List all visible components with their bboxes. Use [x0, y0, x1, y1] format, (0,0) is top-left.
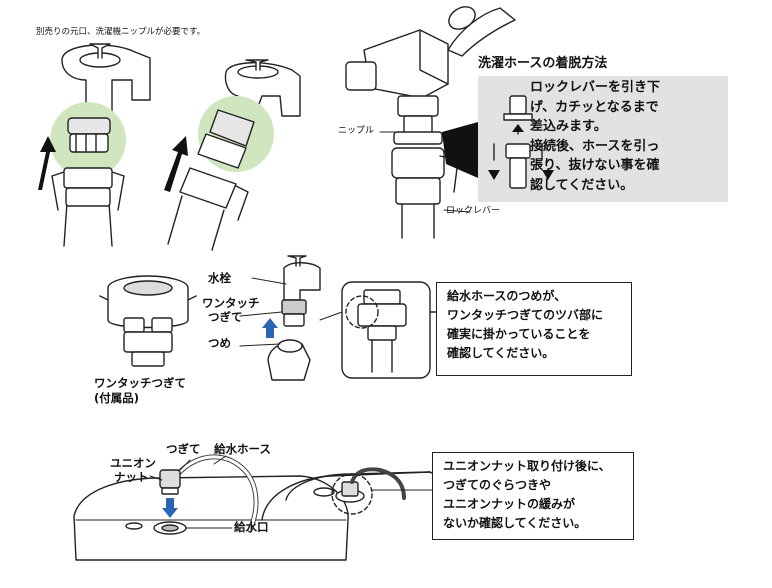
one-touch-coupler-product [99, 275, 197, 367]
blue-down-arrow [162, 498, 178, 518]
nipple-label: ニップル [338, 126, 375, 136]
up-arrow-1 [38, 136, 56, 190]
required-parts-note: 別売りの元口、洗濯機ニップルが必要です。 [36, 27, 206, 37]
faucet-hand-illustration [267, 255, 321, 381]
lock-lever-label: ロックレバー [446, 206, 501, 216]
washer-top-illustration-1 [73, 454, 349, 561]
union-nut-label-line2: ナット [114, 470, 149, 484]
instruction-line: ロックレバーを引き下 [530, 80, 661, 95]
box-line: 給水ホースのつめが、 [447, 289, 567, 303]
inlet-label: 給水口 [234, 520, 269, 534]
union-nut-check-box: ユニオンナット取り付け後に、 つぎてのぐらつきや ユニオンナットの緩みが ないか… [432, 452, 634, 540]
faucet-label: 水栓 [208, 271, 231, 285]
supply-hose-label: 給水ホース [214, 442, 271, 456]
blue-up-arrow [262, 318, 278, 338]
faucet-illustration-1 [50, 43, 151, 247]
box-line: ユニオンナット取り付け後に、 [443, 459, 611, 473]
coupler-label-line2: つぎて [208, 310, 243, 324]
instruction-line: 張り、抜けない事を確 [530, 158, 660, 173]
coupler-detail-box [341, 281, 437, 379]
box-line: ユニオンナットの緩みが [443, 497, 576, 511]
box-line: 確認してください。 [447, 346, 555, 360]
joint-label: つぎて [166, 442, 201, 456]
box-line: ワンタッチつぎてのツバ部に [447, 308, 604, 322]
instruction-line: 差込みます。 [530, 119, 607, 134]
nipple-faucet-illustration [345, 6, 516, 239]
instruction-line: 認してください。 [530, 177, 634, 193]
instruction-line: 接続後、ホースを引っ [530, 138, 660, 154]
claw-check-box: 給水ホースのつめが、 ワンタッチつぎてのツバ部に 確実に掛かっていることを 確認… [436, 282, 632, 376]
box-line: 確実に掛かっていることを [447, 327, 591, 341]
coupler-label-line1: ワンタッチ [202, 296, 260, 310]
product-label-line2: (付属品) [94, 391, 140, 405]
hose-attach-title: 洗濯ホースの着脱方法 [478, 56, 608, 71]
product-label-line1: ワンタッチつぎて [94, 376, 186, 390]
faucet-illustration-2 [167, 59, 301, 251]
box-line: つぎてのぐらつきや [443, 478, 552, 492]
instruction-line: げ、カチッとなるまで [530, 99, 659, 115]
zoom-callout [442, 76, 728, 202]
union-nut-label-line1: ユニオン [110, 456, 156, 470]
hose-attach-instructions: ロックレバーを引き下 げ、カチッとなるまで 差込みます。 接続後、ホースを引っ … [530, 78, 720, 195]
box-line: ないか確認してください。 [443, 516, 587, 530]
up-arrow-2 [164, 136, 188, 192]
claw-label: つめ [208, 336, 231, 350]
